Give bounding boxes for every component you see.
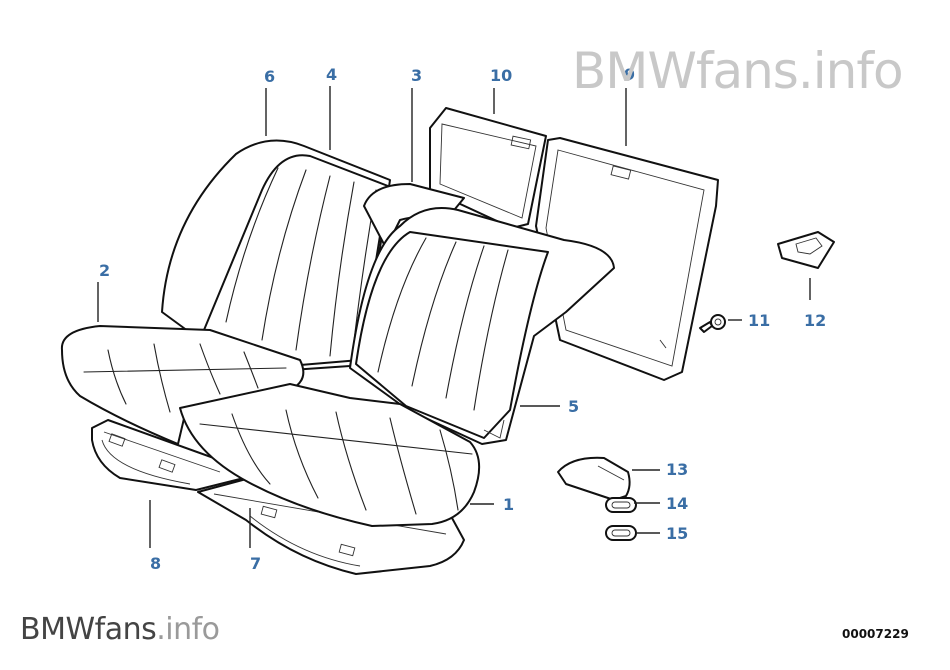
callout-9: 9 xyxy=(624,65,635,84)
cover-cap xyxy=(777,231,835,269)
callout-6: 6 xyxy=(264,67,275,86)
callout-3: 3 xyxy=(411,66,422,85)
callout-5: 5 xyxy=(568,397,579,416)
leader-lines xyxy=(97,86,811,548)
seat-base-trim-left xyxy=(91,419,245,491)
callout-2: 2 xyxy=(99,261,110,280)
backrest-right xyxy=(349,207,615,445)
callout-13: 13 xyxy=(666,460,688,479)
callout-numbers: 1 2 3 4 5 6 7 8 9 10 11 12 13 14 15 xyxy=(99,65,826,573)
callout-7: 7 xyxy=(250,554,261,573)
grommet-upper xyxy=(605,497,637,513)
callout-11: 11 xyxy=(748,311,770,330)
seat-base-trim-right xyxy=(197,477,465,575)
callout-8: 8 xyxy=(150,554,161,573)
grommet-lower xyxy=(605,525,637,541)
hinge-cover xyxy=(557,456,631,501)
callout-4: 4 xyxy=(326,65,337,84)
watermark-bottom-suffix: .info xyxy=(156,612,220,647)
callout-1: 1 xyxy=(503,495,514,514)
callout-10: 10 xyxy=(490,66,512,85)
backrest-left xyxy=(161,139,391,375)
watermark-bottom-brand: BMWfans xyxy=(20,612,157,647)
watermark-bottom: BMWfans.info xyxy=(20,612,220,647)
callout-14: 14 xyxy=(666,494,688,513)
watermark-top-brand: BMWfans xyxy=(572,42,799,100)
seat-cushion-left xyxy=(60,325,305,445)
watermark-top: BMWfans.info xyxy=(572,42,904,100)
clip-screw xyxy=(699,314,726,333)
watermark-top-suffix: .info xyxy=(797,42,904,100)
callout-12: 12 xyxy=(804,311,826,330)
diagram-reference-number: 00007229 xyxy=(842,627,909,641)
callout-15: 15 xyxy=(666,524,688,543)
seat-cushion-right xyxy=(179,383,481,527)
